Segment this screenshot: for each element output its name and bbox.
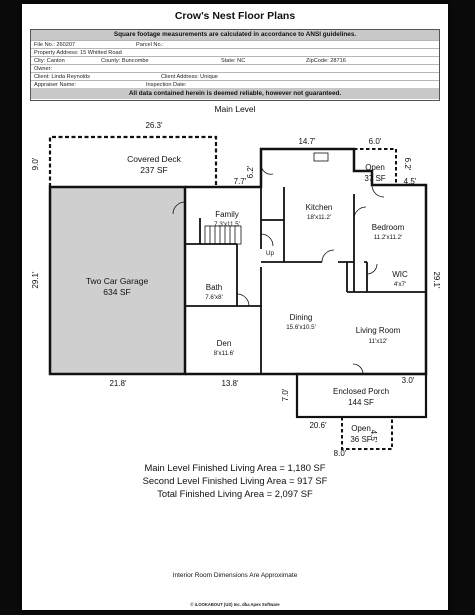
house-outline: [185, 147, 428, 376]
dim-open-top-width: 6.0': [369, 137, 382, 146]
dim-deck-width: 26.3': [145, 121, 163, 130]
open-bottom-area: 36 SF: [350, 435, 371, 444]
copyright: © iLOOKABOUT (US) Inc. dba Apex Software: [190, 602, 280, 607]
ansi-note: Square footage measurements are calculat…: [31, 30, 439, 40]
dim-right-depth: 29.1': [432, 271, 441, 289]
parcel-number: Parcel No.:: [136, 42, 164, 48]
open-top-area: 37 SF: [364, 174, 385, 183]
main-level-area: Main Level Finished Living Area = 1,180 …: [144, 462, 326, 473]
appraiser: Appraiser Name:: [34, 82, 76, 88]
floor-plan-drawing: Covered Deck 237 SF Two Car Garage 634 S…: [31, 121, 441, 458]
open-bottom-label: Open: [351, 424, 371, 433]
dim-family-offset: 7.7': [234, 177, 247, 186]
city: City: Canton: [34, 58, 65, 64]
wic-label: WIC: [392, 270, 408, 279]
kitchen-label: Kitchen: [306, 203, 333, 212]
dim-kitchen-width: 14.7': [298, 137, 316, 146]
garage-label: Two Car Garage: [86, 276, 149, 286]
den-label: Den: [217, 339, 232, 348]
wic-dims: 4'x7': [394, 281, 406, 288]
family-label: Family: [215, 210, 239, 219]
level-title: Main Level: [214, 104, 256, 114]
stairs: [204, 225, 242, 245]
bedroom-dims: 11.2'x11.2': [374, 234, 403, 241]
dim-porch-step: 3.0': [402, 376, 415, 385]
dim-open-bottom-depth: 4.5': [369, 430, 378, 443]
dim-den-width: 13.8': [221, 379, 239, 388]
inspection-date: Inspection Date:: [146, 82, 187, 88]
family-dims: 7.3'x11.5': [214, 221, 240, 228]
client: Client: Linda Reynolds: [34, 74, 90, 80]
property-info-box: Square footage measurements are calculat…: [30, 29, 440, 101]
dim-porch-left: 20.6': [309, 421, 327, 430]
porch-label: Enclosed Porch: [333, 387, 389, 396]
door-swings: [172, 163, 385, 375]
dim-left-depth: 29.1': [31, 271, 40, 289]
porch-outline: [295, 372, 428, 419]
dim-kitchen-step: 6.2': [246, 165, 255, 178]
open-top-outline: [354, 148, 397, 185]
owner: Owner:: [34, 66, 53, 72]
sink-icon: [313, 152, 329, 162]
stairs-up-label: Up: [266, 250, 274, 257]
second-level-area: Second Level Finished Living Area = 917 …: [142, 475, 328, 486]
dim-garage-width: 21.8': [109, 379, 127, 388]
living-room-label: Living Room: [356, 326, 401, 335]
dim-open-bottom-width: 8.0': [334, 449, 347, 458]
total-area: Total Finished Living Area = 2,097 SF: [157, 488, 313, 499]
porch-area: 144 SF: [348, 398, 374, 407]
info-row-2: Property Address: 15 Whitted Road: [31, 48, 439, 57]
bath-dims: 7.6'x8': [205, 294, 223, 301]
open-bottom-outline: [341, 417, 393, 450]
dim-porch-depth: 7.0': [281, 388, 290, 401]
file-number: File No.: 260207: [34, 42, 76, 48]
dim-right-offset: 4.5': [404, 177, 417, 186]
kitchen-dims: 18'x11.2': [307, 214, 331, 221]
zip-code: ZipCode: 28716: [306, 58, 346, 64]
bedroom-label: Bedroom: [372, 223, 405, 232]
covered-deck-label: Covered Deck: [127, 154, 182, 164]
garage-area-text: 634 SF: [103, 287, 130, 297]
garage-area: [48, 185, 187, 376]
client-address: Client Address: Unique: [161, 74, 218, 80]
info-row-4: Owner:: [31, 64, 439, 73]
floor-plan-sheet: Crow's Nest Floor Plans Square footage m…: [22, 4, 448, 610]
info-row-5: Client: Linda Reynolds Client Address: U…: [31, 72, 439, 81]
den-dims: 8'x11.6': [214, 350, 234, 357]
info-row-6: Appraiser Name: Inspection Date:: [31, 80, 439, 89]
dim-deck-depth: 9.0': [31, 157, 40, 170]
approximation-note: Interior Room Dimensions Are Approximate: [172, 572, 298, 579]
info-row-1: File No.: 260207 Parcel No.:: [31, 40, 439, 49]
open-top-label: Open: [365, 163, 385, 172]
page-title: Crow's Nest Floor Plans: [174, 10, 296, 22]
county: County: Buncombe: [101, 58, 149, 64]
dim-open-top-depth: 6.2': [403, 158, 412, 171]
info-row-3: City: Canton County: Buncombe State: NC …: [31, 56, 439, 65]
covered-deck-area: 237 SF: [140, 165, 167, 175]
state: State: NC: [221, 58, 246, 64]
bath-label: Bath: [206, 283, 222, 292]
dining-label: Dining: [290, 313, 313, 322]
property-address: Property Address: 15 Whitted Road: [34, 50, 122, 56]
living-room-dims: 11'x12': [369, 338, 388, 345]
dining-dims: 15.6'x10.5': [286, 324, 316, 331]
disclaimer: All data contained herein is deemed reli…: [31, 88, 439, 99]
covered-deck-outline: [48, 135, 218, 187]
